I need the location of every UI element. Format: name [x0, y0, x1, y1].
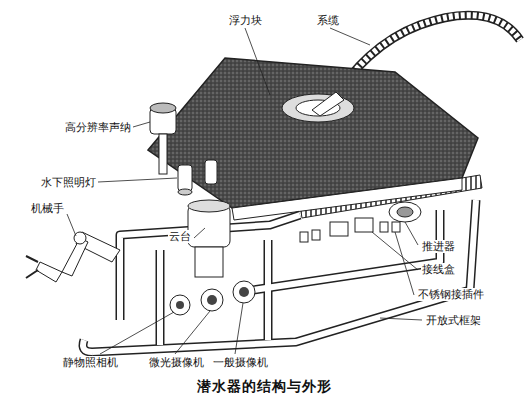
leader-lines — [67, 28, 422, 354]
connectors — [300, 222, 400, 242]
lowlight-camera — [201, 289, 223, 311]
part-label: 云台 — [168, 230, 192, 243]
general-camera — [233, 281, 255, 303]
frame-fill — [83, 200, 476, 352]
part-label: 静物照相机 — [62, 356, 119, 369]
part-label: 系缆 — [316, 14, 340, 27]
part-label: 浮力块 — [228, 14, 263, 27]
general-lens — [239, 287, 249, 297]
part-label: 不锈钢接插件 — [417, 288, 485, 301]
light-lens — [178, 189, 192, 195]
junction-box — [355, 218, 373, 232]
camera-housing — [195, 247, 223, 277]
sonar-top — [150, 103, 176, 113]
cable-connector — [312, 92, 344, 116]
still-camera — [170, 295, 190, 315]
junction-box — [330, 222, 348, 236]
figure-caption: 潜水器的结构与外形 — [197, 378, 332, 395]
part-label: 高分辨率声纳 — [64, 121, 132, 134]
thruster-hub — [397, 207, 413, 217]
frame-outline — [83, 200, 476, 352]
underwater-light — [205, 160, 217, 184]
block-edge — [232, 178, 462, 220]
pan-tilt-top — [188, 200, 230, 212]
sonar-mast — [159, 134, 167, 174]
lowlight-lens — [207, 295, 217, 305]
still-camera-lens — [176, 301, 184, 309]
underwater-light — [178, 165, 192, 191]
thruster — [389, 202, 421, 222]
part-label: 微光摄像机 — [148, 356, 205, 369]
part-label: 水下照明灯 — [40, 176, 97, 189]
part-label: 开放式框架 — [425, 314, 482, 327]
manipulator — [26, 232, 120, 282]
part-label: 机械手 — [30, 202, 65, 215]
part-label: 接线盒 — [421, 263, 456, 276]
part-label: 推进器 — [421, 240, 456, 253]
part-label: 一般摄像机 — [212, 356, 269, 369]
